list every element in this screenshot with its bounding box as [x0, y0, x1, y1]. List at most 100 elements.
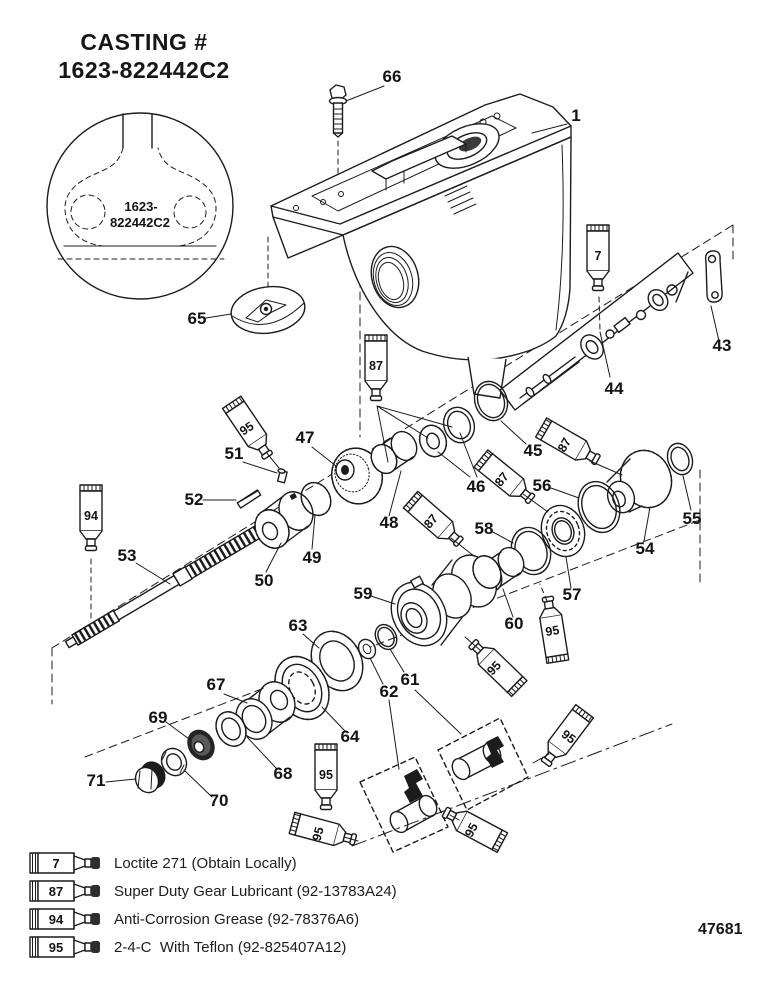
casting-detail-line1: 1623-: [124, 199, 157, 214]
legend-label: Anti-Corrosion Grease (92-78376A6): [114, 910, 360, 928]
part-label-65: 65: [188, 309, 207, 328]
part-label-57: 57: [563, 585, 582, 604]
o-ring-56: [577, 480, 621, 534]
ball-bearing-57: [540, 504, 586, 558]
prop-nut-71: [134, 761, 166, 794]
part-label-56: 56: [533, 476, 552, 495]
tube-number: 95: [544, 623, 560, 639]
tube-number: 94: [84, 509, 98, 523]
tube-icon: 87: [29, 880, 100, 902]
part-label-43: 43: [713, 336, 732, 355]
casting-detail-circle: 1623- 822442C2: [46, 112, 234, 300]
forward-gear-47: [331, 447, 383, 505]
legend-row-gear-lube: 87 Super Duty Gear Lubricant (92-13783A2…: [28, 877, 397, 905]
teflon-tube-95f: 95: [532, 703, 595, 771]
anode-plate-65: [230, 233, 306, 335]
legend-label: Super Duty Gear Lubricant (92-13783A24): [114, 882, 397, 900]
part-label-70: 70: [210, 791, 229, 810]
legend-label: Loctite 271 (Obtain Locally): [114, 854, 297, 872]
part-label-66: 66: [383, 67, 402, 86]
casting-detail-line2: 822442C2: [110, 215, 170, 230]
teflon-tube-95c: 95: [536, 583, 570, 665]
part-label-60: 60: [505, 614, 524, 633]
legend-number: 94: [49, 912, 64, 927]
tube-number: 7: [595, 249, 602, 263]
part-label-47: 47: [296, 428, 315, 447]
part-label-62: 62: [380, 682, 399, 701]
anode-kit-box-a: [359, 756, 449, 853]
gear-lube-tube-87b: 87: [534, 417, 623, 476]
teflon-tube-95d: 95: [314, 743, 338, 811]
part-label-63: 63: [289, 616, 308, 635]
o-ring-45: [473, 380, 509, 422]
grease-tube-94: 94: [79, 484, 103, 622]
washer-70: [160, 747, 188, 777]
part-label-53: 53: [118, 546, 137, 565]
teflon-tube-95a: 95: [221, 395, 280, 469]
teflon-tube-95g: 95: [438, 801, 509, 853]
clutch-dog-50: [254, 491, 314, 549]
legend-number: 95: [49, 940, 63, 955]
part-number-labels: 66 1 65 43 44 45 46 47 48 49 50 51 52 53…: [87, 67, 732, 810]
part-label-45: 45: [524, 441, 543, 460]
casting-title: CASTING # 1623-822442C2: [28, 28, 260, 84]
gear-bushing-48: [370, 430, 418, 475]
legend-number: 7: [52, 856, 59, 871]
part-label-68: 68: [274, 764, 293, 783]
gear-lube-tube-87a: 87: [364, 334, 453, 463]
loctite-tube-7: 7: [586, 224, 610, 332]
tube-icon: 7: [29, 852, 100, 874]
pin-51: [276, 468, 288, 484]
tube-icon: 94: [29, 908, 100, 930]
legend-row-anticorrosion: 94 Anti-Corrosion Grease (92-78376A6): [28, 905, 397, 933]
bearing-carrier-59: [390, 554, 502, 647]
gear-lube-tube-87c: 87: [473, 449, 549, 513]
tube-number: 87: [555, 435, 574, 454]
tube-icon: 95: [29, 936, 100, 958]
teflon-tube-95b: 95: [463, 634, 528, 698]
teflon-tube-95e: 95: [288, 811, 359, 852]
part-label-44: 44: [605, 379, 624, 398]
part-label-59: 59: [354, 584, 373, 603]
casting-title-line1: CASTING #: [80, 29, 208, 55]
part-label-58: 58: [475, 519, 494, 538]
tube-number: 87: [369, 359, 383, 373]
oil-seal-61: [374, 623, 398, 651]
tab-washer-68: [215, 711, 247, 747]
tube-number: 87: [492, 470, 512, 490]
part-label-71: 71: [87, 771, 106, 790]
shift-link-43: [704, 250, 723, 303]
bolt-66: [328, 84, 348, 177]
drawing-number: 47681: [698, 921, 743, 938]
gearcase-housing: [270, 93, 572, 399]
tapered-bearing-46: [418, 406, 476, 458]
anode-centerline: [351, 723, 673, 847]
legend-label: 2-4-C With Teflon (92-825407A12): [114, 938, 347, 956]
tube-number: 95: [559, 727, 579, 747]
sealant-legend: 7 Loctite 271 (Obtain Locally) 87 Super …: [28, 849, 397, 961]
anode-kit-box-b: [437, 717, 529, 811]
part-label-50: 50: [255, 571, 274, 590]
part-label-48: 48: [380, 513, 399, 532]
casting-title-line2: 1623-822442C2: [58, 57, 230, 83]
part-label-46: 46: [467, 477, 486, 496]
legend-row-loctite: 7 Loctite 271 (Obtain Locally): [28, 849, 397, 877]
legend-number: 87: [49, 884, 63, 899]
tube-number: 95: [462, 821, 481, 840]
leader-lines: [105, 85, 720, 798]
reverse-gear-54: [606, 449, 673, 514]
seal-ring-55: [666, 442, 694, 476]
tube-number: 95: [319, 768, 333, 782]
part-label-67: 67: [207, 675, 226, 694]
part-label-51: 51: [225, 444, 244, 463]
gear-lube-tube-87d: 87: [402, 490, 475, 557]
clutch-spring-49: [300, 481, 332, 517]
part-label-52: 52: [185, 490, 204, 509]
splined-washer-69: [187, 729, 215, 761]
part-label-54: 54: [636, 539, 655, 558]
part-label-1: 1: [571, 106, 580, 125]
cross-pin-52: [236, 489, 262, 509]
part-label-55: 55: [683, 509, 702, 528]
